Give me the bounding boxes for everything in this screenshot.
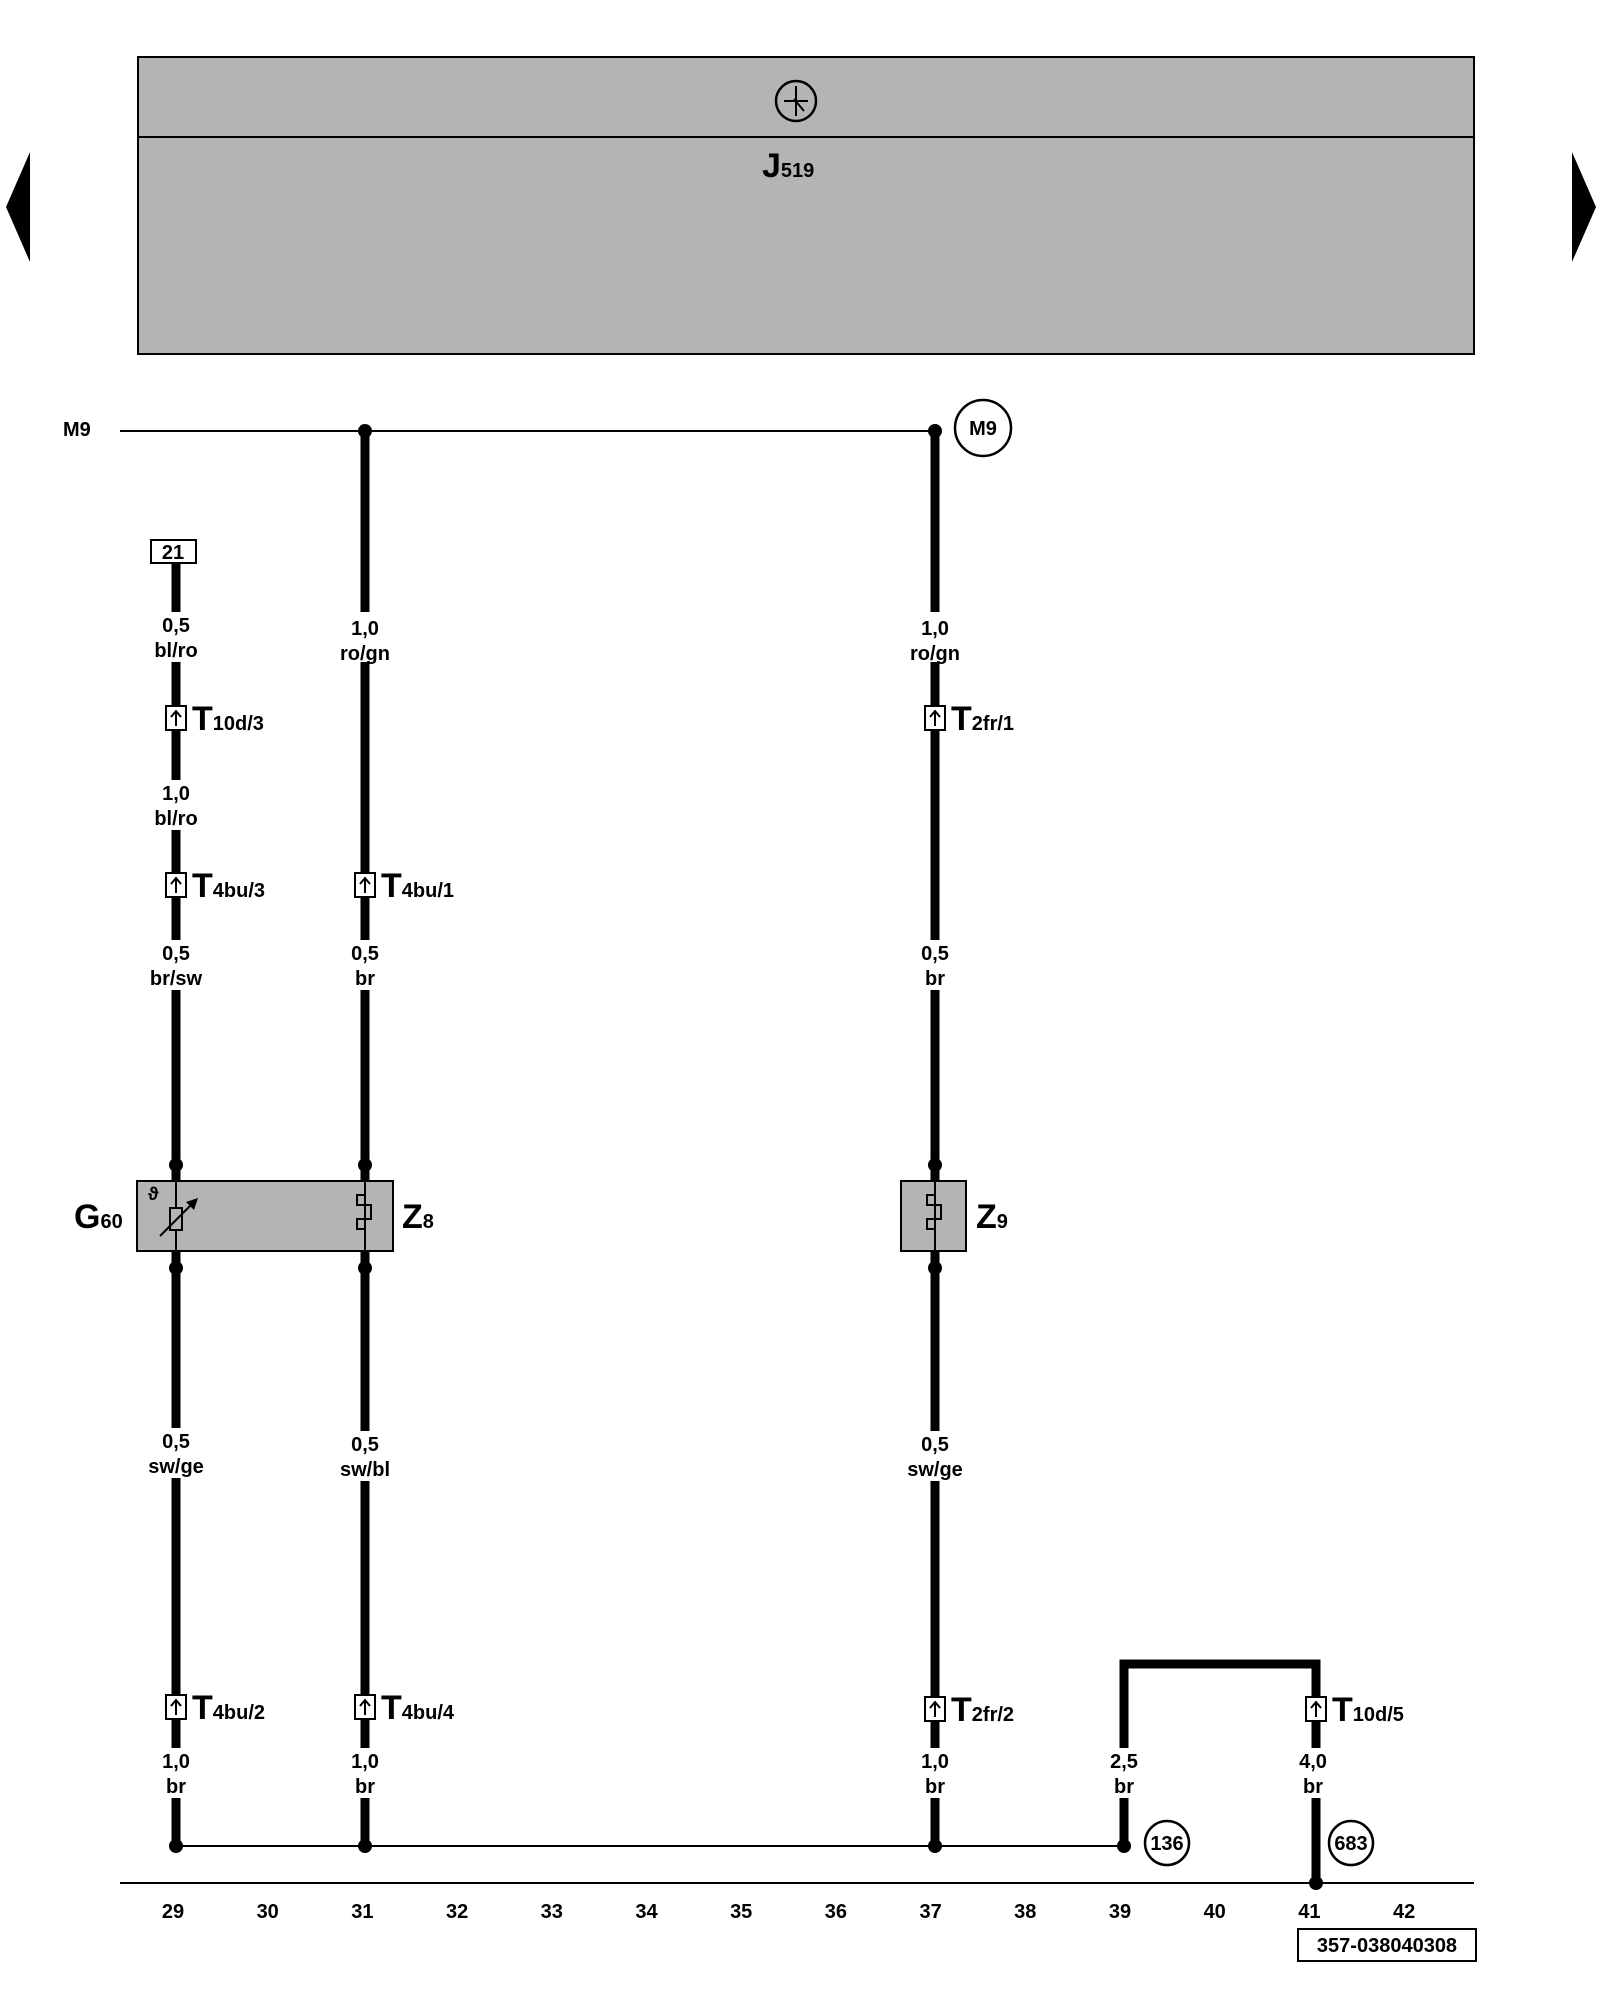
connector-t10d3: T10d/3 [192,700,264,738]
wire-31-bot-color: sw/bl [340,1459,390,1481]
temperature-sensor-icon [159,1198,198,1237]
prev-page-arrow[interactable] [6,152,30,262]
heating-element-icon [926,1186,942,1246]
column-number: 34 [635,1901,658,1923]
ref-box-21: 21 [162,542,184,564]
control-unit-j519: J519 [137,56,1475,355]
column-number: 40 [1204,1901,1226,1923]
wire-31-gnd-size: 1,0 [351,1751,379,1773]
connector-icon [924,1696,946,1722]
connector-icon [1305,1696,1327,1722]
wire-29-top-color: bl/ro [154,640,197,662]
temperature-symbol: ϑ [148,1184,159,1204]
component-g60-z8: ϑ [136,1158,394,1275]
ground-ref-683: 683 [1334,1833,1367,1855]
wire-31-low-color: br [355,968,375,990]
wire-31-gnd-color: br [355,1776,375,1798]
column-number: 42 [1393,1901,1415,1923]
connector-icon [165,1694,187,1720]
heating-element-icon [356,1186,372,1246]
control-unit-label: J519 [762,147,814,185]
column-number: 32 [446,1901,468,1923]
wire-37-low-color: br [925,968,945,990]
connector-t4bu1: T4bu/1 [381,867,454,905]
column-number: 30 [257,1901,279,1923]
ground-ref-136: 136 [1150,1833,1183,1855]
connector-icon [165,705,187,731]
column-number: 33 [541,1901,563,1923]
component-z8-label: Z8 [402,1198,434,1236]
wire-29-gnd-size: 1,0 [162,1751,190,1773]
wire-39-gnd-color: br [1114,1776,1134,1798]
wire-41-gnd-color: br [1303,1776,1323,1798]
wire-29-bot-size: 0,5 [162,1431,190,1453]
wire-37-bot-size: 0,5 [921,1434,949,1456]
column-number: 39 [1109,1901,1131,1923]
wire-31-top-size: 1,0 [351,618,379,640]
wire-37-gnd-color: br [925,1776,945,1798]
wire-29-bot-color: sw/ge [148,1456,204,1478]
connector-icon [354,872,376,898]
column-number: 38 [1014,1901,1036,1923]
connector-icon [165,872,187,898]
document-code: 357-038040308 [1317,1935,1457,1957]
wire-37-top-size: 1,0 [921,618,949,640]
control-unit-icon [774,79,818,123]
wire-29-mid-size: 1,0 [162,783,190,805]
component-g60-label: G60 [74,1198,123,1236]
wire-37-bot-color: sw/ge [907,1459,963,1481]
column-number: 41 [1298,1901,1320,1923]
wire-37-top-color: ro/gn [910,643,960,665]
connector-t4bu3: T4bu/3 [192,867,265,905]
connector-t2fr1: T2fr/1 [951,700,1014,738]
wire-29-low-color: br/sw [150,968,203,990]
wire-29-gnd-color: br [166,1776,186,1798]
column-number: 31 [351,1901,373,1923]
component-z9 [900,1158,967,1275]
bus-label: M9 [63,419,91,441]
wire-29-top-size: 0,5 [162,615,190,637]
wire-31-top-color: ro/gn [340,643,390,665]
wire-41-gnd-size: 4,0 [1299,1751,1327,1773]
wire-31-low-size: 0,5 [351,943,379,965]
connector-icon [354,1694,376,1720]
connector-t2fr2: T2fr/2 [951,1691,1014,1729]
wire-31-bot-size: 0,5 [351,1434,379,1456]
column-number: 35 [730,1901,752,1923]
bus-ref-circle: M9 [969,418,997,440]
wire-37-gnd-size: 1,0 [921,1751,949,1773]
column-number: 36 [825,1901,847,1923]
next-page-arrow[interactable] [1572,152,1596,262]
column-number: 37 [919,1901,941,1923]
column-number: 29 [162,1901,184,1923]
connector-t4bu2: T4bu/2 [192,1689,265,1727]
connector-t10d5: T10d/5 [1332,1691,1404,1729]
wire-39-gnd-size: 2,5 [1110,1751,1138,1773]
wire-29-mid-color: bl/ro [154,808,197,830]
connector-t4bu4: T4bu/4 [381,1689,455,1727]
component-z9-label: Z9 [976,1198,1008,1236]
wire-29-low-size: 0,5 [162,943,190,965]
connector-icon [924,705,946,731]
wire-37-low-size: 0,5 [921,943,949,965]
